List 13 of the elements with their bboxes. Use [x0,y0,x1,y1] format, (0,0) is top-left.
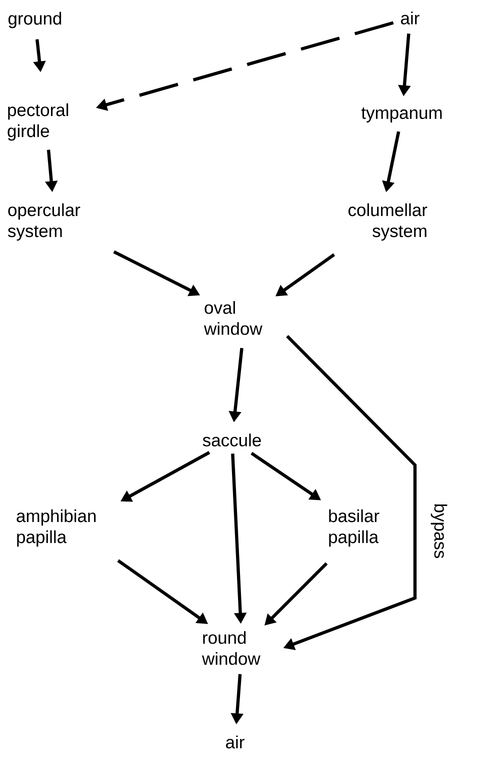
node-label: amphibian papilla [16,509,96,547]
node-label: saccule [202,434,261,446]
node-label: ground [8,12,62,28]
node-label: oval window [204,301,262,335]
node-label: tympanum [361,108,442,122]
node-label: columellar system [348,203,428,241]
edge-label: bypass [430,502,448,560]
node-label: air [226,736,244,748]
node-label: basilar papilla [329,509,380,547]
node-label: opercular system [8,203,80,241]
node-label: air [401,12,420,24]
node-label: pectoral girdle [8,103,68,141]
node-label: round window [202,631,260,665]
